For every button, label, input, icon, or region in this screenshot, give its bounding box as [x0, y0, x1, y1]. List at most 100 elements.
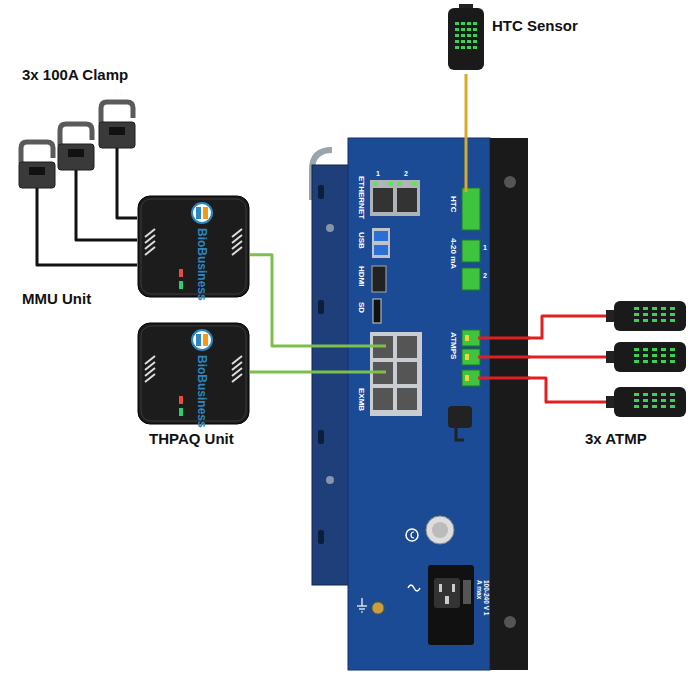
controller-panel — [463, 580, 471, 604]
device-housing — [203, 334, 208, 346]
htc-sensor-icon — [455, 22, 459, 25]
power-rating: 100-240 V 1 A max — [476, 580, 490, 620]
htc-sensor-icon — [467, 46, 471, 49]
device-housing — [145, 229, 155, 237]
device-housing — [145, 356, 155, 364]
device-housing — [137, 195, 250, 298]
device-housing — [179, 269, 183, 277]
controller-panel — [412, 182, 417, 186]
controller-panel — [373, 388, 393, 410]
controller-panel — [445, 596, 449, 604]
node-label: THPAQ Unit — [149, 430, 234, 448]
htc-sensor-icon — [461, 40, 465, 43]
htc-sensor-icon — [455, 28, 459, 31]
controller-panel — [478, 337, 530, 340]
htc-sensor-icon — [473, 40, 477, 43]
htc-sensor-icon — [473, 28, 477, 31]
node-label: MMU Unit — [22, 290, 91, 308]
device-housing — [145, 356, 242, 382]
controller-panel — [478, 338, 530, 378]
controller-panel — [361, 598, 362, 606]
htc-sensor-icon — [461, 28, 465, 31]
controller-panel — [373, 182, 378, 186]
controller-panel — [326, 224, 334, 232]
controller-panel — [432, 522, 448, 538]
current-clamp — [19, 102, 135, 188]
wire-connector — [250, 255, 300, 346]
atmp-sensor — [606, 387, 686, 417]
controller-panel — [462, 349, 480, 365]
controller-panel — [359, 608, 365, 609]
controller-panel — [373, 299, 381, 323]
device-housing — [145, 229, 242, 255]
controller-panel — [318, 430, 324, 444]
device-housing — [232, 356, 242, 364]
port-label: EXMB — [356, 388, 366, 411]
controller-panel — [300, 345, 386, 348]
htc-sensor-icon — [467, 28, 471, 31]
controller-panel — [300, 136, 530, 672]
part-label: 3x ATMP — [585, 430, 647, 448]
controller-panel — [397, 388, 417, 410]
device-housing — [138, 196, 249, 297]
device-housing — [138, 323, 249, 424]
device-unit: BioBusinessMMU Unit — [137, 195, 250, 298]
htc-sensor-icon — [461, 46, 465, 49]
htc-sensor-icon — [455, 34, 459, 37]
port-label: ATMPS — [448, 332, 458, 359]
controller-panel — [372, 228, 390, 258]
controller-panel — [357, 605, 367, 606]
controller-panel — [465, 136, 468, 192]
controller-panel — [456, 428, 464, 440]
controller-panel — [428, 565, 474, 645]
controller-panel — [452, 584, 455, 592]
device-housing — [203, 207, 208, 219]
current-clamp — [19, 142, 55, 188]
port-number: 2 — [483, 272, 487, 280]
device-housing — [192, 330, 212, 350]
htc-sensor-icon — [448, 8, 484, 70]
controller-panel — [373, 188, 393, 212]
controller-panel — [312, 165, 352, 585]
htc-sensor-icon — [455, 46, 459, 49]
htc-sensor-icon — [447, 4, 485, 74]
htc-sensor-icon — [467, 22, 471, 25]
controller-panel — [397, 188, 417, 212]
controller-panel — [462, 240, 480, 262]
device-housing — [232, 229, 242, 237]
controller-panel — [448, 406, 472, 428]
htc-sensor-icon — [455, 22, 477, 49]
device-housing — [192, 203, 212, 223]
port-label: USB — [356, 232, 366, 249]
wire-connector — [465, 74, 468, 136]
controller-panel — [326, 476, 334, 484]
port-number: 2 — [404, 170, 408, 178]
port-label: HDMI — [356, 266, 366, 286]
device-housing — [179, 396, 183, 404]
controller-panel — [372, 266, 386, 292]
device-housing — [141, 199, 246, 294]
controller-panel — [397, 362, 417, 384]
atmp-wire — [526, 316, 606, 402]
controller-panel — [426, 516, 454, 544]
controller-panel — [411, 532, 414, 538]
htc-sensor-icon — [467, 40, 471, 43]
controller-panel — [439, 584, 442, 592]
controller-panel — [318, 185, 324, 199]
controller-panel — [370, 180, 420, 216]
atmp-wire — [526, 378, 606, 402]
controller-panel — [361, 611, 363, 612]
controller-panel — [408, 585, 420, 591]
controller-panel — [397, 336, 417, 358]
controller-panel — [397, 182, 402, 186]
atmp-sensor — [606, 342, 686, 372]
atmp-wire — [526, 356, 606, 359]
device-housing — [196, 334, 201, 346]
atmp-sensor — [606, 301, 686, 331]
controller-panel — [465, 354, 469, 360]
controller-panel — [388, 182, 393, 186]
wire-connector — [250, 371, 300, 374]
port-number: 1 — [376, 170, 380, 178]
controller-panel — [406, 529, 418, 541]
